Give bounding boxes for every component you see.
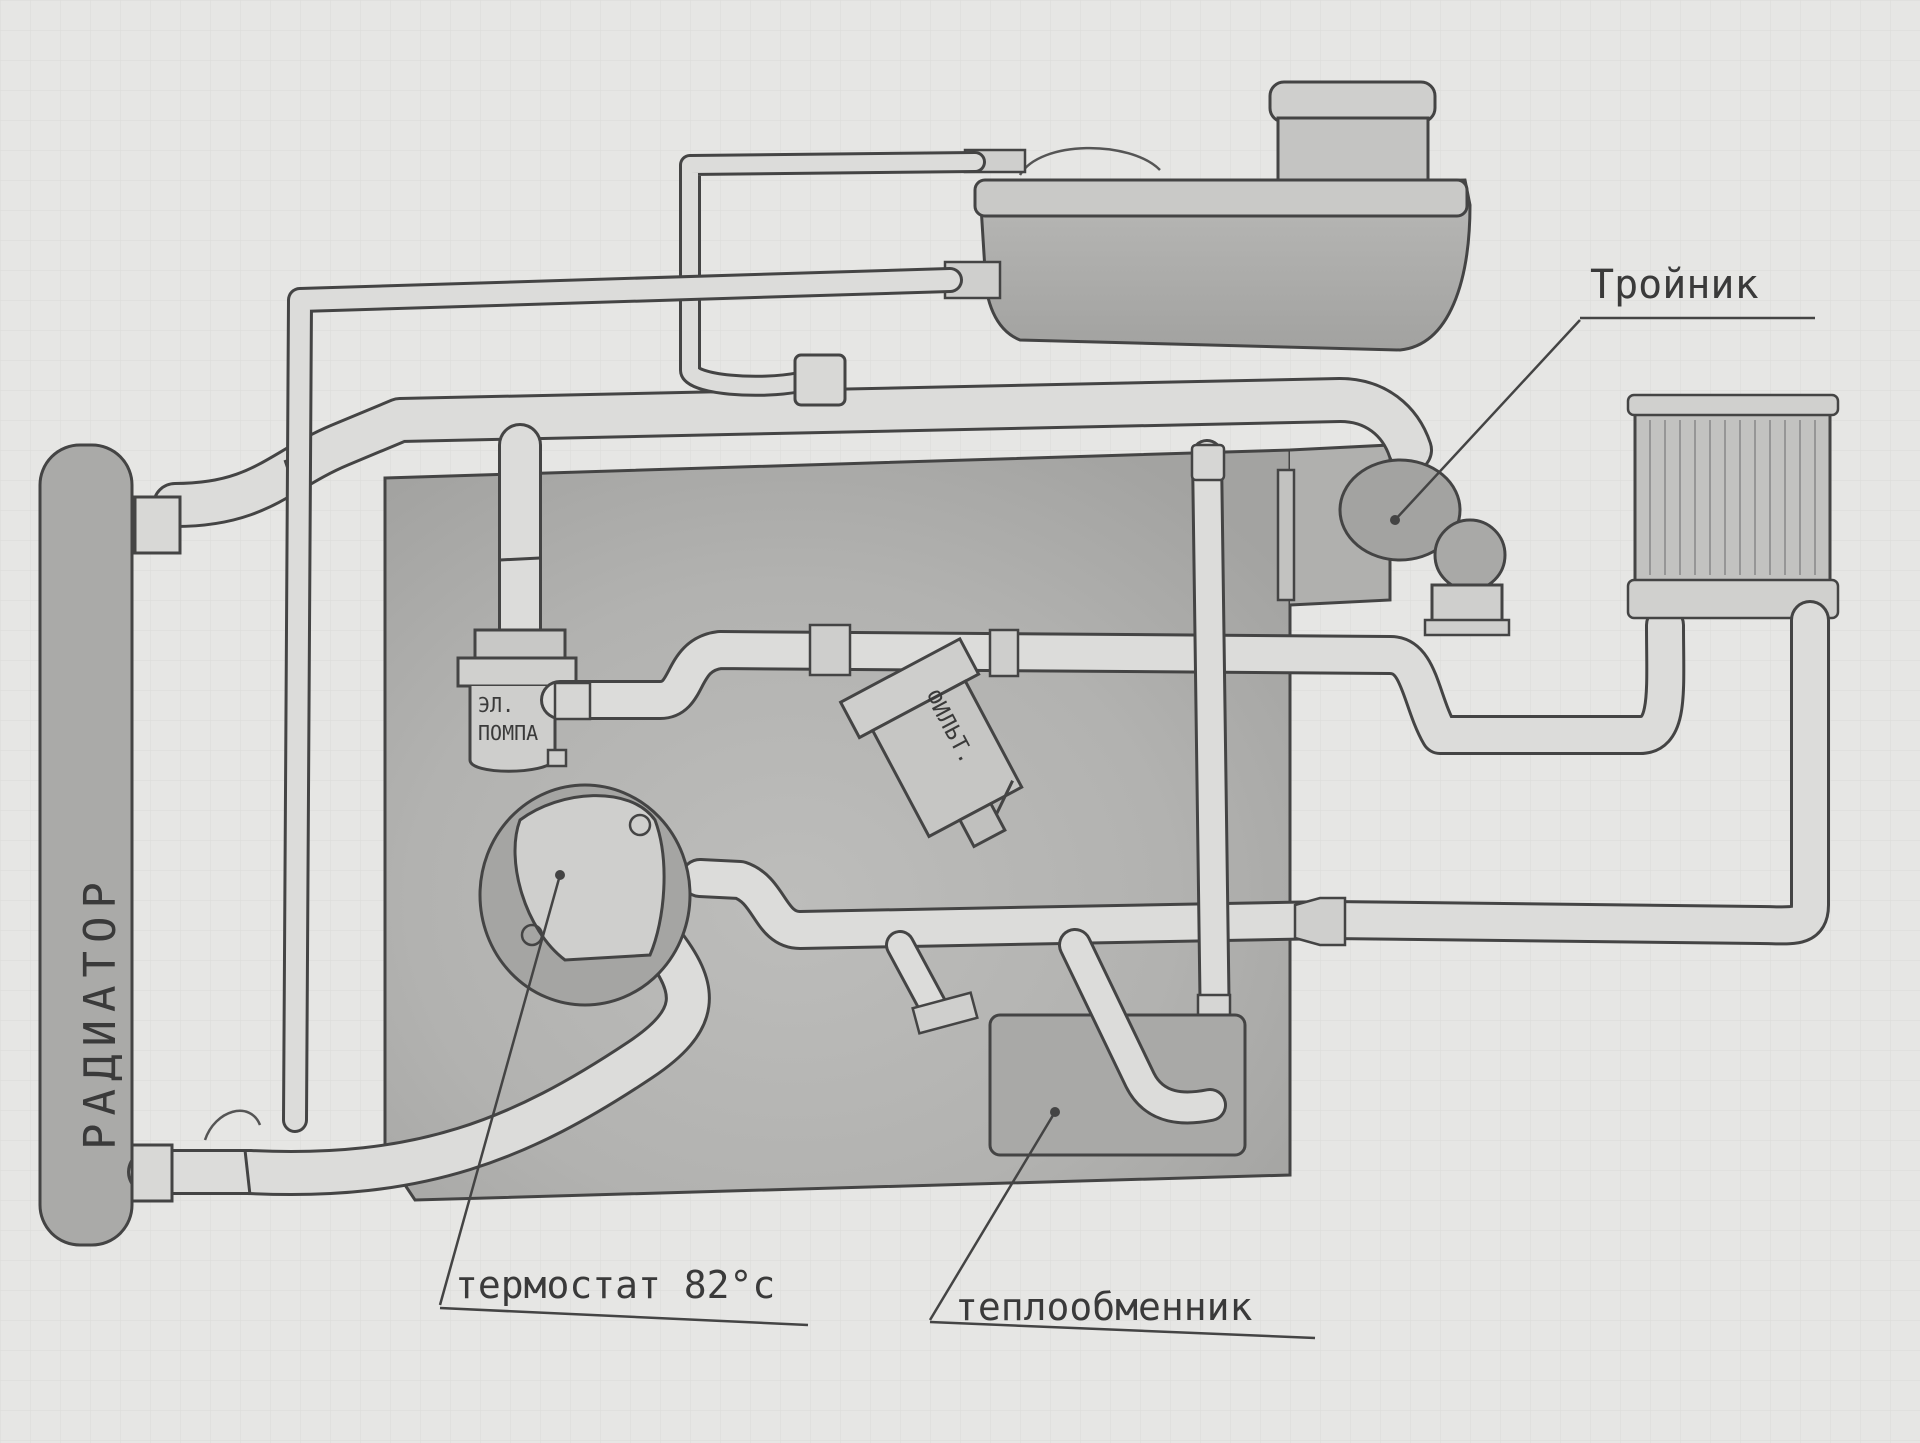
bottom-pipe <box>127 867 711 1203</box>
filter <box>838 636 1024 849</box>
radiator-label: РАДИАТОР <box>75 874 126 1150</box>
filter-line <box>540 605 1686 755</box>
exchanger-inlet-pipe <box>885 928 1227 1125</box>
exchanger-riser <box>1190 439 1232 1051</box>
electric-pump <box>456 628 578 773</box>
heater-return-line <box>680 600 1830 950</box>
thermostat <box>478 783 692 1007</box>
top-pipe <box>133 377 1433 555</box>
leader-lines <box>438 316 1815 1340</box>
tee-fitting <box>1338 458 1511 637</box>
heater-core <box>1626 393 1840 620</box>
expansion-hoses <box>282 151 986 1133</box>
heat-exchanger-label: теплообменник <box>955 1285 1253 1329</box>
pump-label: ЭЛ.ПОМПА <box>478 693 538 745</box>
pump-riser <box>498 423 542 662</box>
thermostat-label: термостат 82°c <box>455 1263 775 1307</box>
tee-label: Тройник <box>1590 262 1759 308</box>
radiator <box>38 443 134 1247</box>
